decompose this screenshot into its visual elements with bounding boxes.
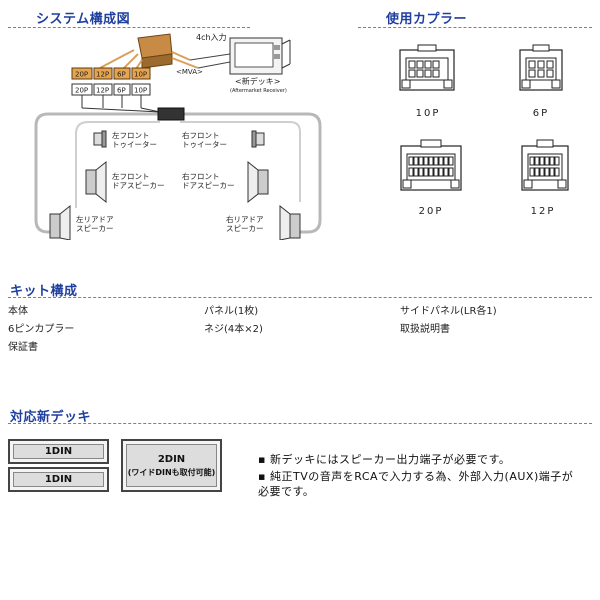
rear-left-door-label-2: スピーカー [76, 224, 114, 233]
rear-left-door-speaker-icon [49, 204, 71, 240]
mva-unit [99, 33, 231, 73]
system-title-rule [8, 27, 250, 28]
coupler-6p-label: 6P [532, 108, 550, 119]
coupler-10p-label: 10P [415, 108, 441, 119]
coupler-20p-icon [400, 139, 462, 191]
front-right-tweeter-label-2: トゥイーター [182, 140, 227, 149]
front-left-tweeter-label-1: 左フロント [112, 130, 150, 140]
bullet-icon: ▪ [258, 453, 266, 466]
rear-right-door-label-1: 右リアドア [226, 214, 264, 224]
front-right-door-label-2: ドアスピーカー [182, 181, 235, 190]
kit-title: キット構成 [10, 284, 78, 299]
coupler-20p-label: 20P [418, 206, 444, 217]
kit-item-screws: ネジ(4本×2) [204, 324, 263, 335]
connector-top-12p: 12P [96, 71, 109, 79]
deck-note-speaker-output: ▪ 新デッキにはスピーカー出力端子が必要です。 [258, 452, 588, 467]
system-diagram: 20P 12P 6P 10P 20P 12P 6P 10P 4ch入力 <MVA… [34, 32, 322, 240]
mva-label: <MVA> [176, 68, 203, 76]
front-left-door-speaker-icon [85, 160, 107, 204]
front-left-door-label-2: ドアスピーカー [112, 181, 165, 190]
speaker-wire-loop [34, 112, 322, 234]
front-right-tweeter-label-1: 右フロント [182, 130, 220, 140]
coupler-title: 使用カプラー [386, 12, 468, 27]
new-deck-label: <新デッキ> [235, 76, 280, 86]
connector-bottom-12p: 12P [96, 87, 109, 95]
coupler-12p-icon [521, 139, 569, 191]
deck-note-1-text: 新デッキにはスピーカー出力端子が必要です。 [270, 453, 511, 466]
din2-sublabel: (ワイドDINも取付可能) [127, 467, 216, 477]
coupler-title-rule [358, 27, 592, 28]
din1-label-top: 1DIN [44, 446, 73, 457]
harness-junction [157, 107, 185, 121]
front-left-tweeter-icon [93, 130, 107, 148]
new-deck-sublabel: (Aftermarket Receiver) [230, 88, 287, 94]
connector-top-10p: 10P [134, 71, 147, 79]
front-left-door-label-1: 左フロント [112, 171, 150, 181]
kit-item-side-panel: サイドパネル(LR各1) [400, 306, 497, 317]
deck-title: 対応新デッキ [10, 410, 92, 425]
kit-item-main-unit: 本体 [8, 306, 28, 317]
system-diagram-title: システム構成図 [36, 12, 131, 27]
channel-label: 4ch入力 [196, 32, 227, 42]
din1-label-bottom: 1DIN [44, 474, 73, 485]
connector-top-6p: 6P [117, 71, 126, 79]
connector-top-20p: 20P [75, 71, 88, 79]
bullet-icon: ▪ [258, 470, 266, 483]
kit-item-6pin-coupler: 6ピンカプラー [8, 324, 75, 335]
kit-item-manual: 取扱説明書 [400, 324, 450, 335]
front-left-tweeter-label-2: トゥイーター [112, 140, 157, 149]
speaker-wire-inner [75, 121, 301, 208]
din2-label: 2DIN [157, 453, 186, 465]
din2-box: 2DIN (ワイドDINも取付可能) [121, 439, 222, 492]
coupler-6p-icon [519, 44, 563, 91]
connector-bottom-6p: 6P [117, 87, 126, 95]
new-deck-unit [229, 37, 291, 75]
deck-title-rule [8, 423, 592, 424]
front-right-door-label-1: 右フロント [182, 171, 220, 181]
deck-note-aux-input: ▪純正TVの音声をRCAで入力する為、外部入力(AUX)端子が必要です。 [258, 469, 578, 499]
deck-note-2-text: 純正TVの音声をRCAで入力する為、外部入力(AUX)端子が必要です。 [258, 470, 574, 498]
front-right-tweeter-icon [251, 130, 265, 148]
din1-box-bottom: 1DIN [8, 467, 109, 492]
din1-box-top: 1DIN [8, 439, 109, 464]
kit-item-warranty: 保証書 [8, 342, 38, 353]
rear-right-door-speaker-icon [279, 204, 301, 240]
front-right-door-speaker-icon [247, 160, 269, 204]
coupler-12p-label: 12P [530, 206, 556, 217]
connector-bottom-10p: 10P [134, 87, 147, 95]
kit-item-panel: パネル(1枚) [204, 306, 259, 317]
connector-bottom-20p: 20P [75, 87, 88, 95]
connectors-top: 20P 12P 6P 10P [71, 67, 151, 80]
coupler-10p-icon [399, 44, 455, 91]
connectors-bottom: 20P 12P 6P 10P [71, 83, 161, 113]
rear-left-door-label-1: 左リアドア [76, 214, 114, 224]
kit-title-rule [8, 297, 592, 298]
rear-right-door-label-2: スピーカー [226, 224, 264, 233]
